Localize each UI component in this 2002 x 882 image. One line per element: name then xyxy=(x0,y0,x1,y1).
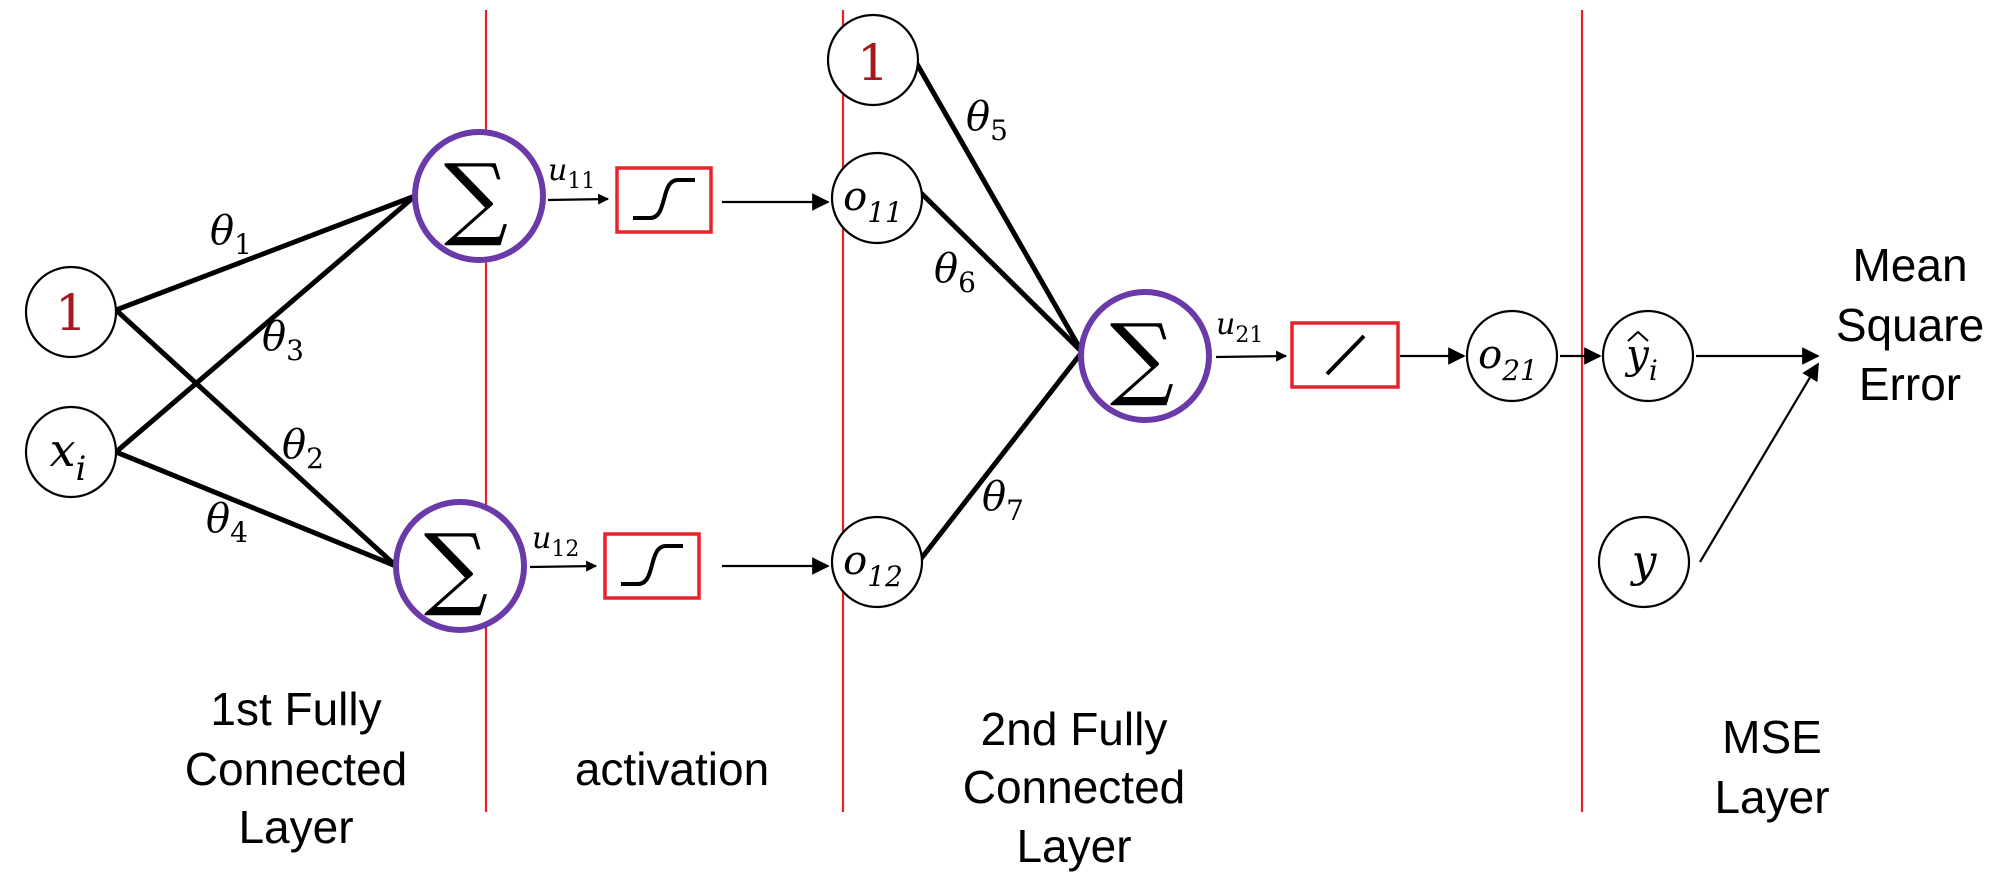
layer-label-activation: activation xyxy=(575,743,769,795)
svg-text:1st Fully: 1st Fully xyxy=(210,683,381,735)
svg-text:∑: ∑ xyxy=(424,515,488,620)
sigmoid-box-1 xyxy=(615,166,713,234)
svg-text:Connected: Connected xyxy=(963,761,1186,813)
node-o12: o12 xyxy=(830,515,924,609)
weight-label-theta3: θ3 xyxy=(262,314,304,367)
svg-text:y: y xyxy=(1630,536,1658,587)
edge-theta2 xyxy=(114,308,398,568)
weight-label-theta5: θ5 xyxy=(966,94,1008,147)
svg-text:∑: ∑ xyxy=(444,145,508,250)
linear-box xyxy=(1290,321,1400,389)
arrow-u21 xyxy=(1215,350,1288,362)
arrow-y-to-mse xyxy=(1699,362,1819,563)
svg-text:activation: activation xyxy=(575,743,769,795)
svg-text:Layer: Layer xyxy=(1714,771,1829,823)
svg-text:MSE: MSE xyxy=(1722,711,1822,763)
svg-text:1: 1 xyxy=(55,284,87,342)
weight-label-theta6: θ6 xyxy=(934,246,976,299)
layer-label-mse: MSE Layer xyxy=(1714,711,1829,823)
svg-text:Connected: Connected xyxy=(185,743,408,795)
svg-text:o21: o21 xyxy=(1478,332,1538,387)
node-o11: o11 xyxy=(830,151,924,245)
svg-text:o12: o12 xyxy=(843,538,903,593)
svg-text:2nd Fully: 2nd Fully xyxy=(981,703,1168,755)
bias-node-1: 1 xyxy=(24,265,118,359)
edge-theta6 xyxy=(918,190,1084,354)
signal-label-u12: u12 xyxy=(532,521,579,562)
sum-node-2: ∑ xyxy=(393,499,527,633)
svg-text:Layer: Layer xyxy=(1016,820,1131,872)
node-o21: o21 xyxy=(1465,309,1559,403)
sigmoid-icon xyxy=(633,178,695,220)
linear-icon xyxy=(1325,334,1366,376)
svg-text:xi: xi xyxy=(50,423,87,489)
node-y-hat: yi xyxy=(1601,309,1695,403)
signal-label-u11: u11 xyxy=(548,153,595,194)
edge-theta5 xyxy=(910,55,1085,354)
arrow-u11 xyxy=(547,193,610,205)
svg-text:Mean: Mean xyxy=(1852,239,1967,291)
svg-text:Square: Square xyxy=(1836,299,1984,351)
edge-theta7 xyxy=(918,350,1084,562)
svg-text:∑: ∑ xyxy=(1110,305,1174,410)
svg-text:Error: Error xyxy=(1859,358,1961,410)
weight-label-theta2: θ2 xyxy=(282,422,324,475)
edge-theta4 xyxy=(115,449,397,569)
sigmoid-box-2 xyxy=(603,532,701,600)
layer-label-fc2: 2nd Fully Connected Layer xyxy=(963,703,1186,872)
edge-theta3 xyxy=(114,194,417,454)
signal-label-u21: u21 xyxy=(1216,307,1263,348)
weight-label-theta7: θ7 xyxy=(982,474,1024,527)
node-y: y xyxy=(1597,515,1691,609)
output-label-mse: Mean Square Error xyxy=(1836,239,1984,410)
edge-theta1 xyxy=(115,193,416,313)
weight-label-theta1: θ1 xyxy=(210,208,252,261)
input-node-x: xi xyxy=(24,405,118,499)
svg-text:1: 1 xyxy=(857,34,889,92)
svg-text:o11: o11 xyxy=(843,174,903,229)
layer-label-fc1: 1st Fully Connected Layer xyxy=(185,683,408,853)
bias-node-2: 1 xyxy=(826,13,920,107)
svg-text:Layer: Layer xyxy=(238,801,353,853)
weight-label-theta4: θ4 xyxy=(206,496,248,549)
sigmoid-icon xyxy=(621,544,683,586)
sum-node-1: ∑ xyxy=(412,129,546,263)
arrow-u12 xyxy=(529,560,598,572)
sum-node-3: ∑ xyxy=(1078,289,1212,423)
